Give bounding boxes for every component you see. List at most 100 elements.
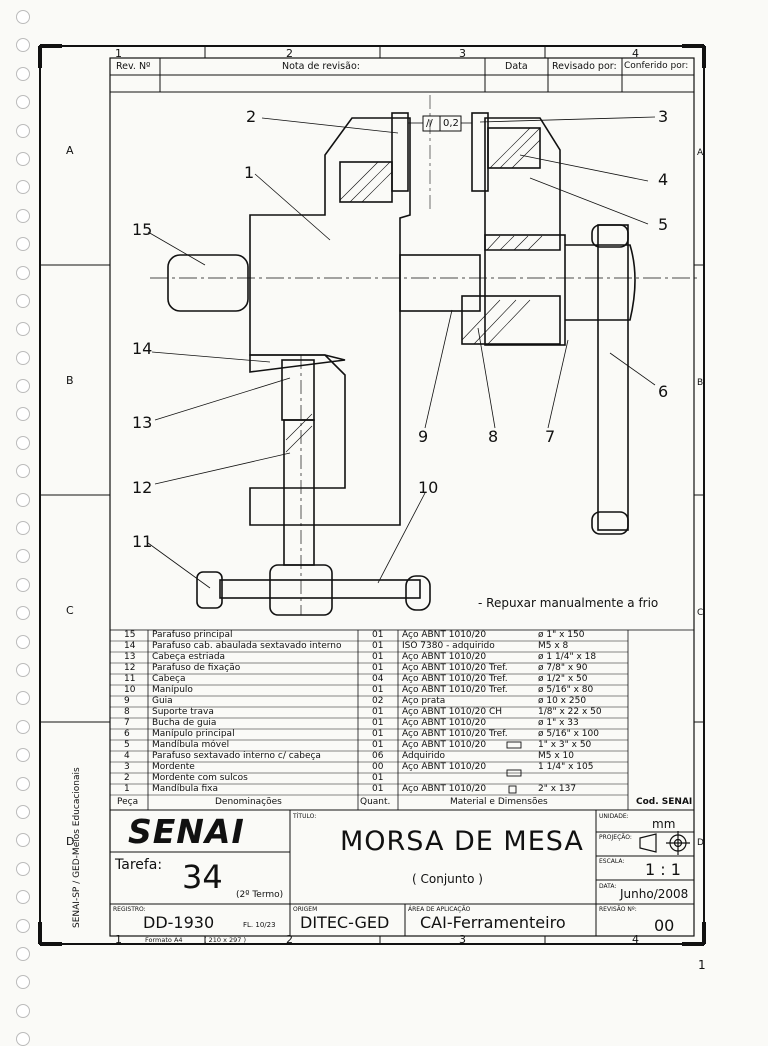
binding-hole bbox=[16, 293, 30, 308]
zone-col-4-bottom: 4 bbox=[632, 933, 639, 946]
binding-hole bbox=[16, 804, 30, 819]
technical-drawing bbox=[38, 44, 706, 946]
origin-label: ORIGEM bbox=[293, 906, 318, 913]
inner-frame bbox=[109, 57, 695, 937]
binding-hole bbox=[16, 1032, 30, 1046]
unit-value: mm bbox=[652, 817, 676, 831]
callout-7: 7 bbox=[545, 427, 556, 446]
parts-cell-material: Aço prata bbox=[402, 696, 446, 706]
tolerance-value: 0,2 bbox=[443, 118, 459, 129]
parts-cell-number: 11 bbox=[124, 674, 136, 684]
zone-row-d-right: D bbox=[697, 838, 704, 848]
binding-hole bbox=[16, 549, 30, 564]
task-number: 34 bbox=[182, 858, 223, 896]
callout-3: 3 bbox=[658, 107, 669, 126]
binding-hole bbox=[16, 861, 30, 876]
binding-hole bbox=[16, 265, 30, 280]
parts-cell-name: Cabeça bbox=[152, 674, 186, 684]
manufacturing-note: - Repuxar manualmente a frio bbox=[478, 596, 659, 610]
parts-cell-dim: 1 1/4" x 105 bbox=[538, 762, 594, 772]
binding-hole bbox=[16, 95, 30, 110]
parts-cell-dim: ø 5/16" x 80 bbox=[538, 685, 594, 695]
zone-col-3: 3 bbox=[459, 47, 466, 60]
binding-hole bbox=[16, 123, 30, 138]
parts-cell-qty: 04 bbox=[372, 674, 384, 684]
date-value: Junho/2008 bbox=[620, 887, 689, 901]
zone-row-b: B bbox=[66, 374, 74, 387]
zone-row-d: D bbox=[66, 835, 75, 848]
revision-block bbox=[109, 57, 695, 93]
zone-col-1: 1 bbox=[115, 47, 122, 60]
binding-hole bbox=[16, 151, 30, 166]
binding-hole bbox=[16, 833, 30, 848]
parts-cell-dim: M5 x 10 bbox=[538, 751, 574, 761]
parts-cell-number: 6 bbox=[124, 729, 130, 739]
scale-value: 1 : 1 bbox=[645, 860, 681, 879]
binding-hole bbox=[16, 38, 30, 53]
registry-label: REGISTRO: bbox=[113, 906, 146, 913]
parts-cell-material: Aço ABNT 1010/20 CH bbox=[402, 707, 503, 717]
parts-cell-number: 12 bbox=[124, 663, 136, 673]
binding-hole bbox=[16, 606, 30, 621]
parts-cell-qty: 01 bbox=[372, 729, 384, 739]
binding-hole bbox=[16, 691, 30, 706]
binding-hole bbox=[16, 776, 30, 791]
zone-col-2: 2 bbox=[286, 47, 293, 60]
parts-cell-dim: ø 10 x 250 bbox=[538, 696, 587, 706]
callout-1: 1 bbox=[244, 163, 255, 182]
parts-cell-name: Mordente bbox=[152, 762, 195, 772]
checked-by-label: Conferido por: bbox=[624, 61, 689, 71]
callout-9: 9 bbox=[418, 427, 429, 446]
parts-cell-name: Manípulo principal bbox=[152, 729, 235, 739]
parts-cell-dim: ø 1/2" x 50 bbox=[538, 674, 588, 684]
parts-cell-qty: 01 bbox=[372, 773, 384, 783]
parts-cell-material: Aço ABNT 1010/20 bbox=[402, 784, 487, 794]
binding-hole bbox=[16, 748, 30, 763]
parts-cell-name: Mandíbula fixa bbox=[152, 784, 219, 794]
parts-row: 6 Manípulo principal 01 Aço ABNT 1010/20 Tr… bbox=[110, 729, 694, 740]
parts-cell-number: 8 bbox=[124, 707, 130, 717]
callout-2: 2 bbox=[246, 107, 257, 126]
parts-cell-dim: 1" x 3" x 50 bbox=[538, 740, 592, 750]
callout-6: 6 bbox=[658, 382, 669, 401]
parts-cell-name: Suporte trava bbox=[152, 707, 214, 717]
date-label: DATA: bbox=[599, 883, 617, 890]
binding-hole bbox=[16, 464, 30, 479]
binding-hole bbox=[16, 208, 30, 223]
header-names: Denominações bbox=[215, 797, 282, 807]
binding-hole bbox=[16, 180, 30, 195]
hatching bbox=[285, 127, 543, 453]
binding-hole bbox=[16, 577, 30, 592]
side-text: SENAI-SP / GED-Meios Educacionais bbox=[72, 767, 82, 928]
callout-12: 12 bbox=[132, 478, 153, 497]
parts-cell-material: Aço ABNT 1010/20 Tref. bbox=[402, 729, 508, 739]
header-material: Material e Dimensões bbox=[450, 797, 548, 807]
parts-cell-qty: 01 bbox=[372, 707, 384, 717]
binding-hole bbox=[16, 918, 30, 933]
parts-cell-material: Aço ABNT 1010/20 bbox=[402, 762, 487, 772]
tolerance-symbol: // bbox=[426, 118, 433, 129]
format-size: ( 210 x 297 ) bbox=[204, 936, 246, 944]
revision-date-label: Data bbox=[505, 61, 528, 72]
parts-cell-material: Aço ABNT 1010/20 Tref. bbox=[402, 674, 508, 684]
revision-number: 00 bbox=[654, 916, 675, 935]
vise-assembly bbox=[150, 95, 700, 616]
parts-cell-material: Aço ABNT 1010/20 bbox=[402, 718, 487, 728]
rev-label: Rev. Nº bbox=[116, 61, 151, 72]
binding-hole bbox=[16, 322, 30, 337]
area-value: CAI-Ferramenteiro bbox=[420, 913, 566, 932]
parts-cell-dim: M5 x 8 bbox=[538, 641, 569, 651]
tolerance-frame bbox=[422, 115, 462, 132]
parts-cell-material: Aço ABNT 1010/20 bbox=[402, 630, 487, 640]
binding-hole bbox=[16, 66, 30, 81]
binding-hole bbox=[16, 492, 30, 507]
